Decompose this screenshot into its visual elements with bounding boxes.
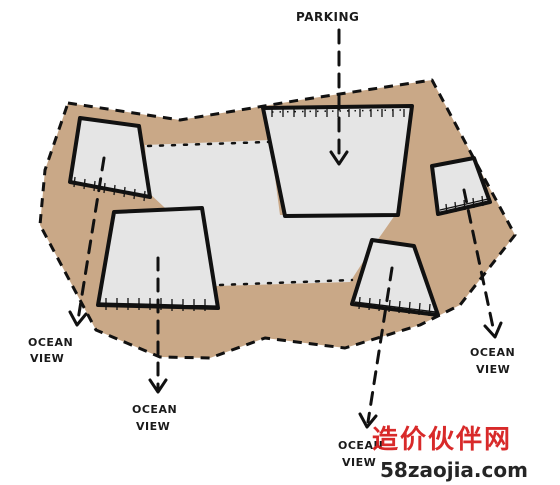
building-top-left	[68, 116, 152, 202]
arrow-ocean-view-1	[68, 156, 106, 327]
arrow-ocean-view-2	[148, 256, 168, 394]
ocean-view-label-1-line-1: OCEAN	[28, 336, 73, 349]
arrow-ocean-view-3	[358, 266, 394, 429]
building-bottom-right	[350, 238, 440, 317]
ocean-view-label-4-line-1: OCEAN	[470, 346, 515, 359]
ocean-view-label-2-line-1: OCEAN	[132, 403, 177, 416]
fence-top	[146, 140, 270, 148]
ocean-view-label-3-line-1: OCEAN	[338, 439, 383, 452]
watermark-logo: 造价伙伴网 58zaojia.com	[372, 425, 528, 482]
arrow-parking	[329, 28, 349, 166]
ocean-view-label-4-line-2: VIEW	[476, 363, 510, 376]
building-right	[430, 156, 492, 216]
arrow-ocean-view-4	[462, 188, 503, 339]
ocean-view-label-2-line-2: VIEW	[136, 420, 170, 433]
ocean-view-label-1-line-2: VIEW	[30, 352, 64, 365]
ocean-view-label-3-line-2: VIEW	[342, 456, 376, 469]
parking-label: PARKING	[296, 10, 359, 24]
svg-text:造价伙伴网: 造价伙伴网	[372, 425, 512, 455]
fence-bottom	[218, 278, 354, 287]
svg-text:58zaojia.com: 58zaojia.com	[380, 458, 528, 482]
